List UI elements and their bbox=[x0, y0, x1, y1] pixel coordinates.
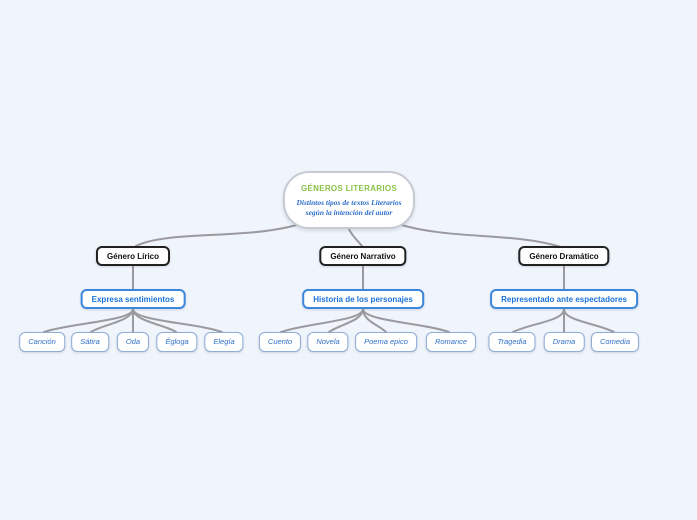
leaf-tragedia[interactable]: Tragedia bbox=[488, 332, 536, 352]
leaf-poema-epico[interactable]: Poema epico bbox=[355, 332, 417, 352]
leaf-egloga[interactable]: Égloga bbox=[156, 332, 198, 352]
leaf-elegia[interactable]: Elegía bbox=[204, 332, 244, 352]
leaf-satira[interactable]: Sátira bbox=[71, 332, 109, 352]
node-label: Cuento bbox=[267, 337, 293, 346]
connector-root-narrativo bbox=[348, 228, 363, 247]
connector-leaf bbox=[328, 308, 364, 333]
connector-leaf bbox=[512, 308, 565, 333]
leaf-oda[interactable]: Oda bbox=[116, 332, 150, 352]
node-expresa-sentimientos[interactable]: Expresa sentimientos bbox=[80, 289, 186, 309]
connector-leaf bbox=[362, 308, 450, 333]
connector-root-dramatico bbox=[397, 223, 562, 248]
node-label: Género Dramático bbox=[529, 252, 599, 261]
node-label: Historia de los personajes bbox=[313, 295, 413, 304]
node-label: Sátira bbox=[80, 337, 100, 346]
leaf-cuento[interactable]: Cuento bbox=[258, 332, 302, 352]
node-label: Género Narrativo bbox=[330, 252, 396, 261]
node-historia-personajes[interactable]: Historia de los personajes bbox=[302, 289, 424, 309]
root-node[interactable]: GÉNEROS LITERARIOS Distintos tipos de te… bbox=[283, 171, 415, 229]
node-genero-narrativo[interactable]: Género Narrativo bbox=[319, 246, 407, 266]
node-label: Oda bbox=[125, 337, 141, 346]
connector-leaf bbox=[132, 308, 177, 333]
node-label: Género Lírico bbox=[106, 252, 160, 261]
node-label: Elegía bbox=[213, 337, 235, 346]
connector-leaf bbox=[132, 308, 223, 333]
node-label: Canción bbox=[28, 337, 56, 346]
root-node-title: GÉNEROS LITERARIOS bbox=[300, 184, 398, 193]
node-label: Representado ante espectadores bbox=[501, 295, 627, 304]
node-label: Drama bbox=[552, 337, 576, 346]
node-label: Tragedia bbox=[497, 337, 527, 346]
node-label: Novela bbox=[316, 337, 340, 346]
node-representado-espectadores[interactable]: Representado ante espectadores bbox=[490, 289, 638, 309]
leaf-drama[interactable]: Drama bbox=[543, 332, 585, 352]
leaf-cancion[interactable]: Canción bbox=[19, 332, 65, 352]
connector-root-lirico bbox=[135, 223, 301, 247]
node-genero-lirico[interactable]: Género Lírico bbox=[95, 246, 171, 266]
node-genero-dramatico[interactable]: Género Dramático bbox=[518, 246, 610, 266]
connector-leaf bbox=[43, 308, 134, 333]
node-label: Expresa sentimientos bbox=[91, 295, 175, 304]
leaf-novela[interactable]: Novela bbox=[307, 332, 349, 352]
node-label: Égloga bbox=[165, 337, 189, 346]
connector-leaf bbox=[280, 308, 364, 333]
node-label: Comedia bbox=[599, 337, 631, 346]
connector-leaf bbox=[563, 308, 615, 333]
node-label: Romance bbox=[434, 337, 468, 346]
connector-leaf bbox=[90, 308, 134, 333]
leaf-romance[interactable]: Romance bbox=[425, 332, 477, 352]
node-label: Poema epico bbox=[364, 337, 408, 346]
root-node-subtitle: Distintos tipos de textos Literarios seg… bbox=[296, 198, 402, 218]
leaf-comedia[interactable]: Comedia bbox=[590, 332, 640, 352]
